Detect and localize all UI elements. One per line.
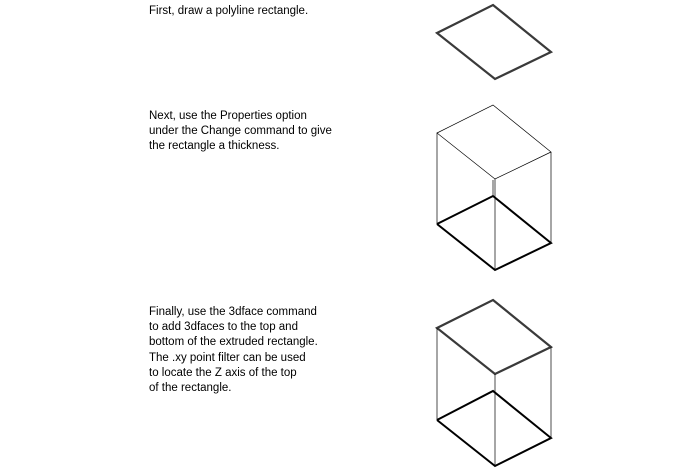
step-1-instruction: First, draw a polyline rectangle. bbox=[149, 5, 309, 17]
rectangle-icon bbox=[434, 3, 554, 81]
faced-box-icon bbox=[434, 298, 554, 468]
step-2-instruction: Next, use the Properties option under th… bbox=[149, 110, 332, 153]
extruded-rectangle-icon bbox=[436, 104, 553, 272]
step-3-instruction: Finally, use the 3dface command to add 3… bbox=[149, 306, 318, 395]
